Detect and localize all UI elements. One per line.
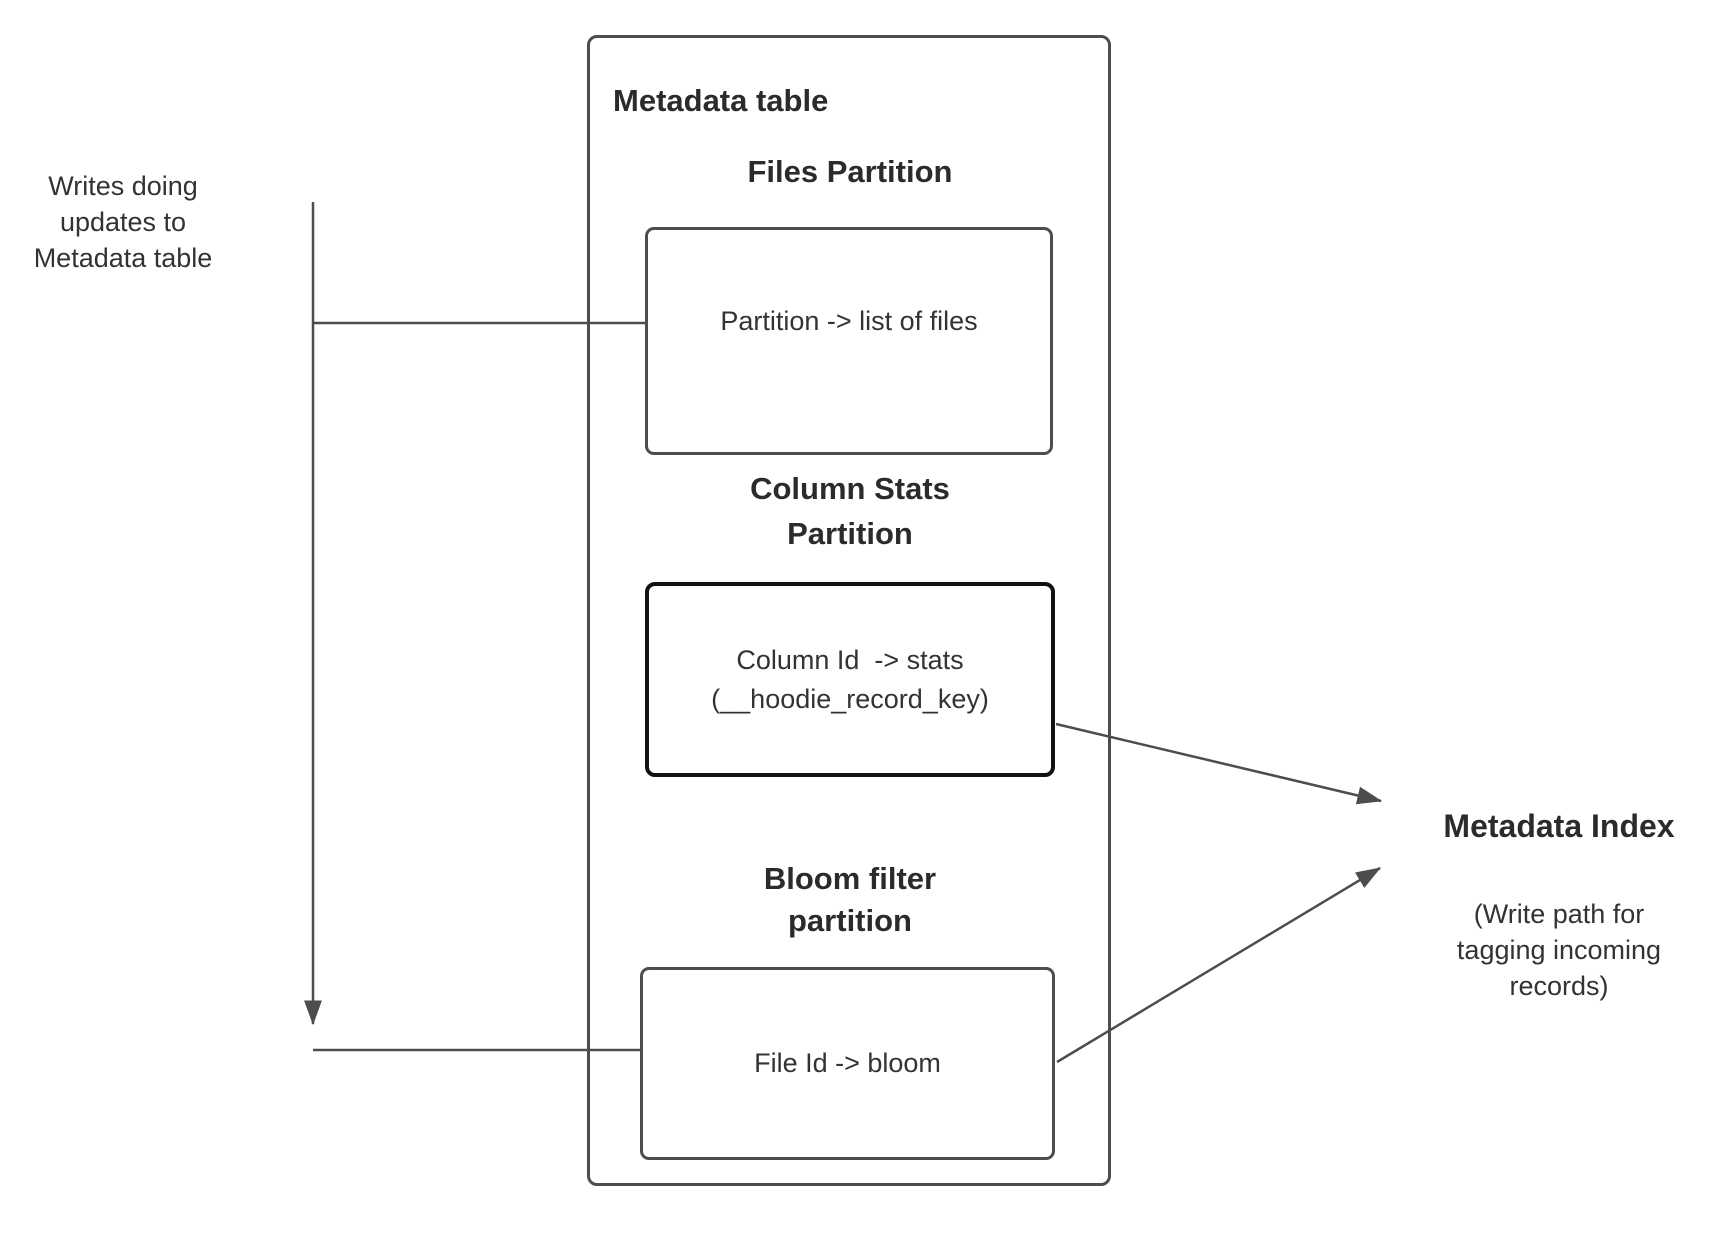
bloom-partition-box: File Id -> bloom <box>640 967 1055 1160</box>
metadata-table-title: Metadata table <box>613 83 829 118</box>
column-stats-body-line: (__hoodie_record_key) <box>711 683 989 714</box>
column-stats-body-line: Column Id -> stats <box>736 644 964 675</box>
column-stats-heading-line: Column Stats <box>750 471 950 506</box>
writes-note-line: Metadata table <box>33 243 213 273</box>
metadata-index-subtitle-line: records) <box>1509 971 1609 1001</box>
bloom-heading-line: Bloom filter <box>763 861 937 896</box>
metadata-index-subtitle: (Write path for tagging incoming records… <box>1422 896 1696 1004</box>
column-stats-heading: Column Stats Partition <box>645 466 1055 556</box>
bloom-heading-line: partition <box>788 903 912 938</box>
writes-note-line: updates to <box>59 207 187 237</box>
metadata-index-title: Metadata Index <box>1443 808 1675 844</box>
bloom-partition-heading: Bloom filter partition <box>645 858 1055 942</box>
column-stats-box: Column Id -> stats (__hoodie_record_key) <box>645 582 1055 777</box>
files-partition-body: Partition -> list of files <box>720 305 978 336</box>
metadata-table-container <box>587 35 1111 1186</box>
files-partition-box: Partition -> list of files <box>645 227 1053 455</box>
writes-note: Writes doing updates to Metadata table <box>8 168 238 276</box>
files-partition-heading: Files Partition <box>747 154 953 189</box>
writes-note-line: Writes doing <box>48 171 198 201</box>
metadata-index-subtitle-line: tagging incoming <box>1456 935 1662 965</box>
bloom-partition-body: File Id -> bloom <box>754 1048 941 1078</box>
column-stats-heading-line: Partition <box>787 516 913 551</box>
metadata-index-subtitle-line: (Write path for <box>1473 899 1645 929</box>
